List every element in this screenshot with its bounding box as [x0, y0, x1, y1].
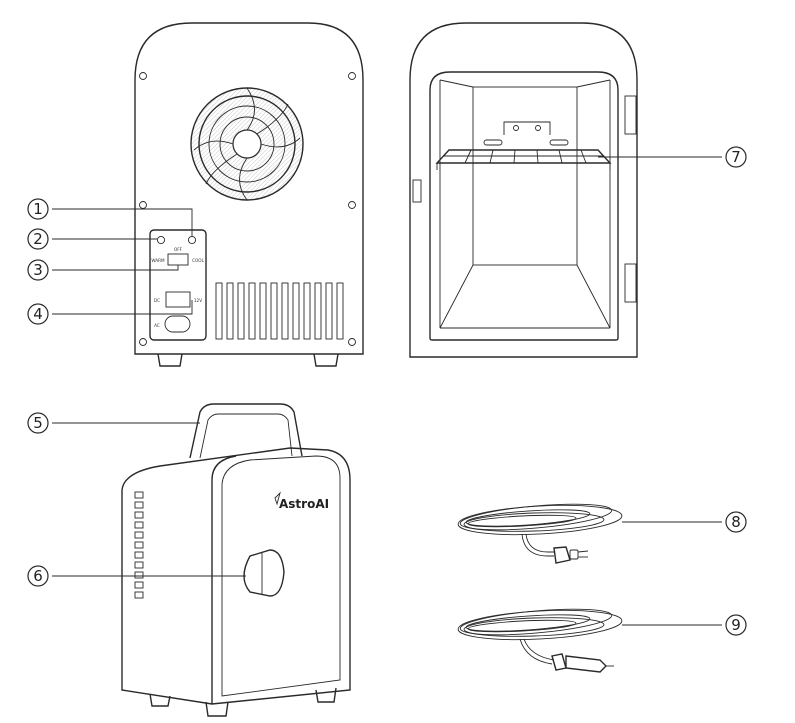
- screw-icon: [139, 72, 147, 80]
- power-label-ac: AC: [154, 323, 160, 328]
- power-label-dc: DC: [154, 298, 160, 303]
- indicator-light-right: [187, 235, 197, 245]
- switch-label-warm: WARM: [151, 258, 165, 263]
- callout-4: 4: [27, 303, 49, 325]
- control-panel: OFF WARM COOL DC 12V AC: [149, 229, 207, 341]
- carry-handle: [189, 403, 303, 459]
- screw-icon: [139, 201, 147, 209]
- switch-label-cool: COOL: [192, 258, 205, 263]
- callout-number: 9: [731, 616, 741, 634]
- callout-6: 6: [27, 565, 49, 587]
- screw-icon: [348, 72, 356, 80]
- callout-number: 6: [33, 567, 43, 585]
- indicator-light-left: [156, 235, 166, 245]
- fridge-side-view: AstroAI: [121, 403, 351, 717]
- fridge-open-front-view: [409, 22, 638, 358]
- ac-power-cord: [457, 503, 623, 564]
- callout-number: 4: [33, 305, 43, 323]
- callout-5: 5: [27, 412, 49, 434]
- screw-icon: [139, 338, 147, 346]
- dc-port[interactable]: [165, 291, 191, 308]
- back-vents: [215, 282, 344, 340]
- switch-label-off: OFF: [174, 247, 183, 252]
- wire-shelf: [435, 149, 612, 170]
- callout-3: 3: [27, 259, 49, 281]
- brand-logo: AstroAI: [279, 497, 329, 511]
- callout-7: 7: [725, 146, 747, 168]
- side-vents: [134, 491, 144, 599]
- callout-number: 7: [731, 148, 741, 166]
- callout-number: 3: [33, 261, 43, 279]
- ac-port[interactable]: [164, 315, 191, 333]
- fan-grille: [190, 87, 304, 201]
- hinge-bottom: [624, 263, 637, 303]
- screw-icon: [348, 338, 356, 346]
- logo-star-icon: [274, 491, 281, 506]
- hinge-top: [624, 95, 637, 135]
- callout-number: 8: [731, 513, 741, 531]
- fridge-back-view: OFF WARM COOL DC 12V AC: [134, 22, 364, 367]
- callout-number: 1: [33, 200, 43, 218]
- dc-car-cord: [457, 608, 623, 673]
- door-handle: [243, 549, 285, 597]
- screw-icon: [348, 201, 356, 209]
- callout-1: 1: [27, 198, 49, 220]
- mode-switch[interactable]: [167, 253, 189, 266]
- callout-leaders: [52, 156, 722, 626]
- callout-9: 9: [725, 614, 747, 636]
- callout-8: 8: [725, 511, 747, 533]
- callout-2: 2: [27, 228, 49, 250]
- callout-number: 5: [33, 414, 43, 432]
- door-latch: [412, 179, 422, 203]
- power-label-12v: 12V: [194, 298, 202, 303]
- callout-number: 2: [33, 230, 43, 248]
